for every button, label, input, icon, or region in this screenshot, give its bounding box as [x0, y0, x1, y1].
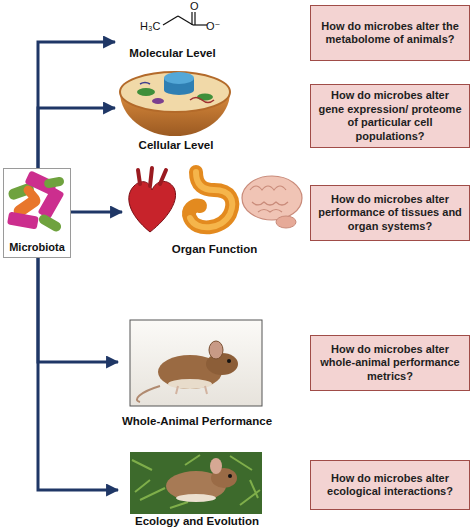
node-label: Microbiota [9, 241, 65, 254]
mouse-ear [209, 341, 223, 359]
mouse-tail [137, 386, 160, 402]
organelle [197, 94, 213, 101]
question-text: How do microbes alter gene expression/ p… [317, 89, 463, 143]
bond [194, 12, 195, 25]
node-label: Cellular Level [139, 138, 214, 152]
organelle [137, 88, 155, 96]
nucleus [164, 85, 194, 95]
mouse-eye [228, 474, 232, 478]
question-text: How do microbes alter whole-animal perfo… [317, 343, 463, 384]
atom-label: O⁻ [206, 20, 220, 32]
connector-arrow [38, 258, 118, 362]
bacterium [43, 176, 64, 188]
microbiota-box: Microbiota [3, 168, 71, 258]
node-label: Organ Function [172, 242, 258, 256]
brain-folds [250, 186, 288, 212]
connector-arrow [38, 258, 118, 490]
mouse-belly [176, 494, 216, 502]
bond [178, 16, 193, 25]
stomach-highlight [190, 172, 232, 227]
organelle [152, 98, 164, 104]
bacterium [37, 187, 64, 220]
level-panel: Cellular Level [115, 62, 237, 152]
organelle [140, 83, 150, 85]
cell-illustration [120, 72, 230, 136]
cell-surface [120, 72, 230, 112]
ecology-photo [130, 452, 262, 514]
mouse-feet [176, 386, 207, 394]
bond [163, 16, 178, 25]
photo-frame [130, 452, 262, 514]
question-text: How do microbes alter the metabolome of … [317, 20, 463, 47]
nucleus [164, 72, 194, 84]
bacterium [37, 213, 63, 234]
cerebellum [276, 216, 296, 228]
connector-arrow [38, 42, 115, 168]
needles [132, 455, 260, 508]
heart-vessels [138, 168, 166, 186]
question-box: How do microbes alter ecological interac… [310, 460, 470, 510]
question-box: How do microbes alter the metabolome of … [310, 5, 470, 61]
bond [191, 12, 192, 25]
question-text: How do microbes alter performance of tis… [317, 193, 463, 234]
level-panel: Ecology and Evolution [118, 450, 276, 528]
connector-arrow [38, 108, 115, 168]
stomach [189, 172, 232, 227]
bacteria-illustration [7, 170, 65, 233]
organ-illustration [129, 168, 302, 232]
organelle [190, 98, 214, 103]
mouse-eye [227, 359, 231, 363]
node-label: Ecology and Evolution [135, 514, 259, 528]
molecule-bonds [163, 12, 207, 25]
question-box: How do microbes alter whole-animal perfo… [310, 335, 470, 391]
mouse-ear [210, 458, 222, 474]
photo-frame [130, 320, 262, 406]
bacterium [22, 184, 42, 205]
bacterium [7, 211, 39, 229]
brain [242, 176, 302, 220]
node-label: Molecular Level [129, 46, 215, 60]
level-panel: Organ Function [122, 160, 307, 256]
mouse-photo [130, 320, 262, 406]
atom-label: H₃C [140, 20, 160, 32]
level-panel: Whole-Animal Performance [118, 318, 276, 428]
connector-arrow [71, 211, 122, 214]
heart [129, 181, 176, 232]
question-text: How do microbes alter ecological interac… [317, 472, 463, 499]
question-box: How do microbes alter gene expression/ p… [310, 84, 470, 148]
atom-label: O [190, 0, 199, 12]
node-label: Whole-Animal Performance [122, 414, 272, 428]
question-box: How do microbes alter performance of tis… [310, 185, 470, 241]
